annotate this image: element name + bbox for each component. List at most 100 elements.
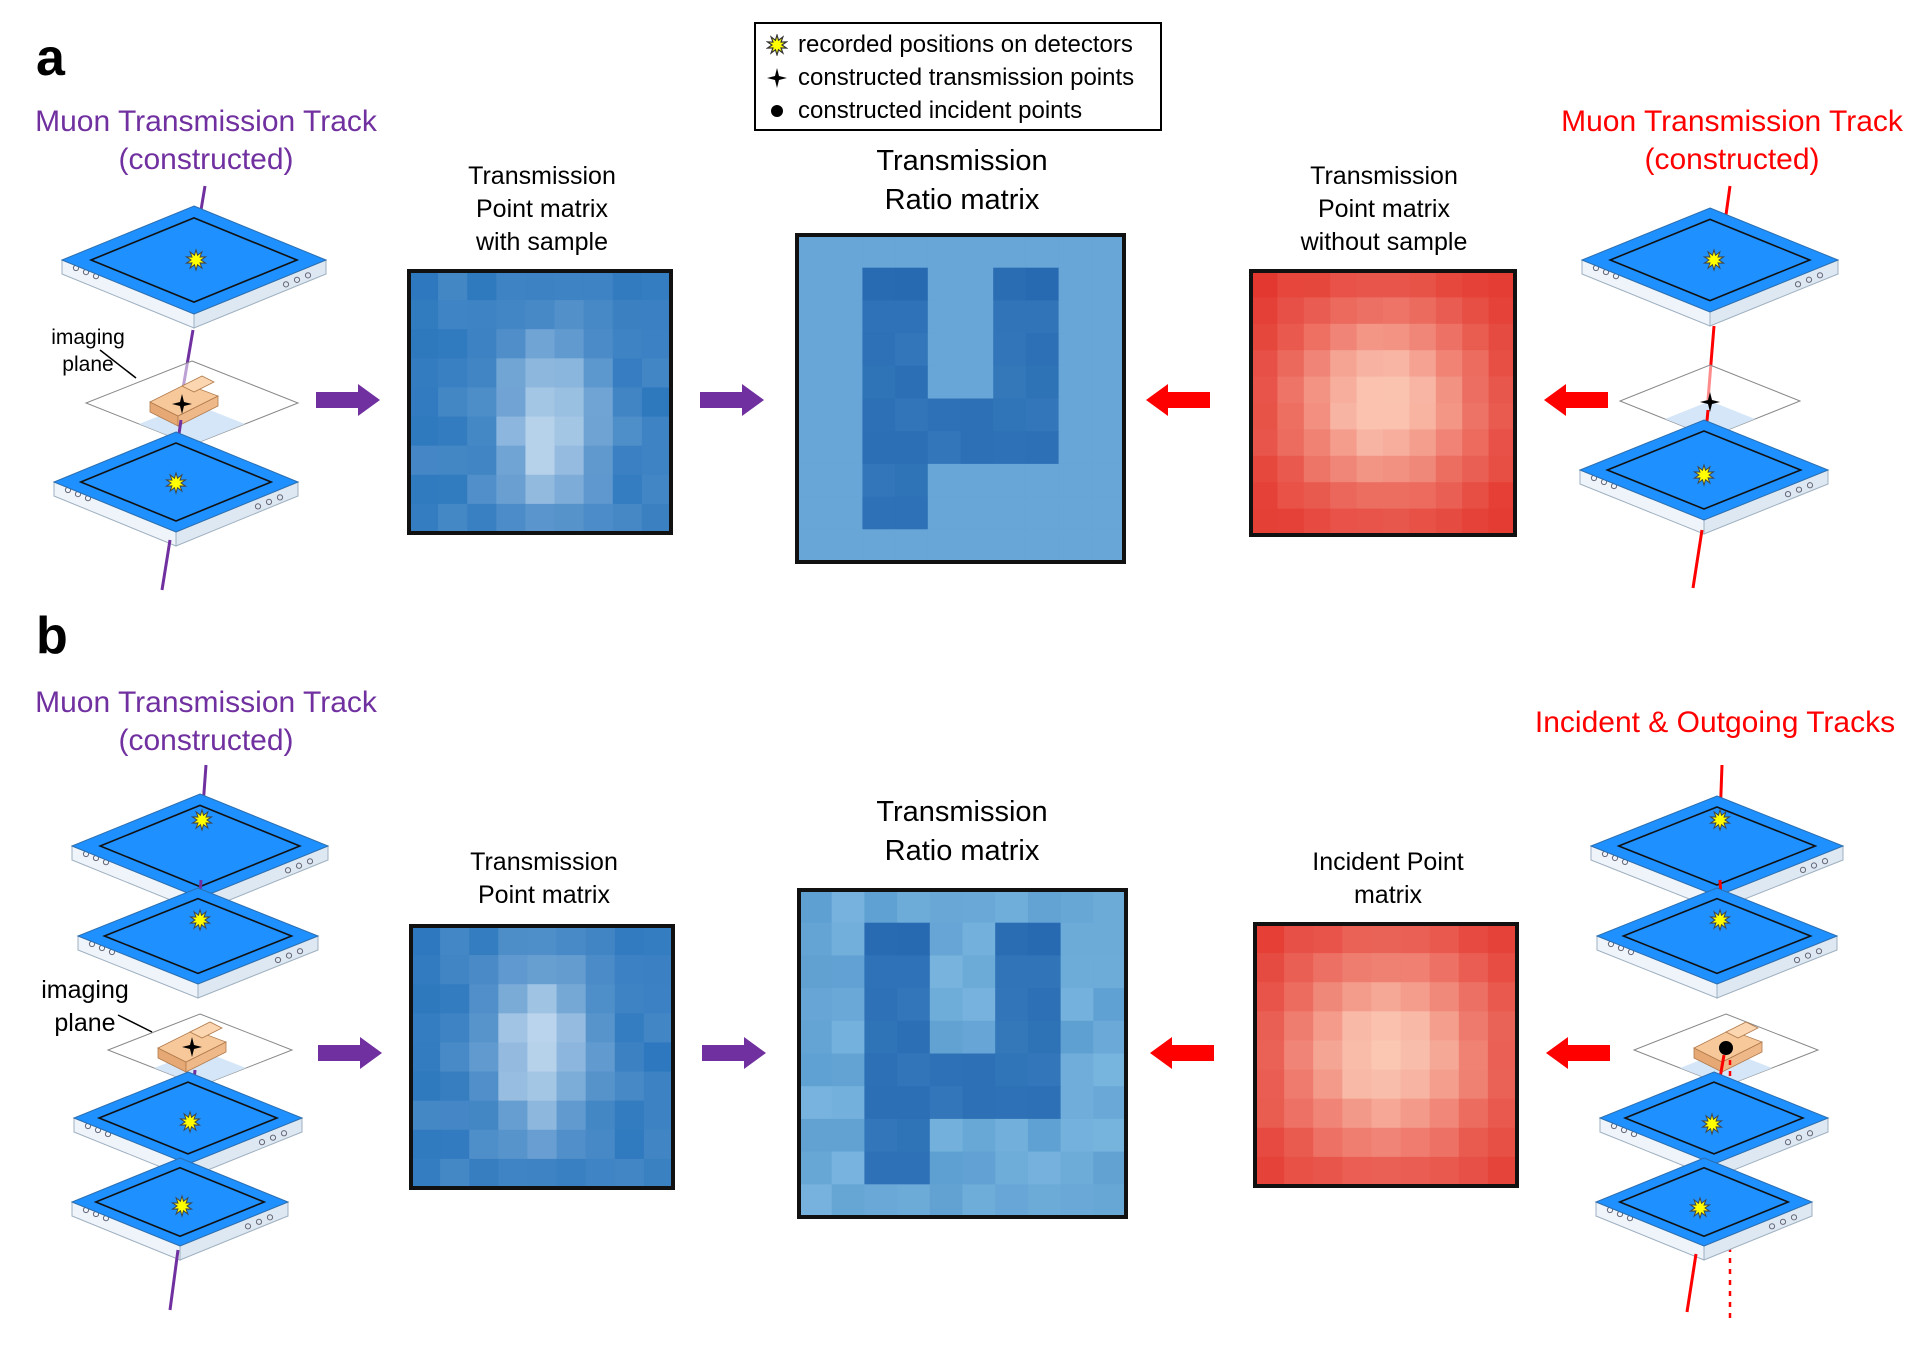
matrix-cell (960, 398, 994, 432)
connector-icon (1793, 956, 1801, 964)
matrix-cell (1058, 431, 1092, 465)
matrix-cell (864, 955, 898, 989)
connector-icon (269, 1134, 277, 1141)
matrix-frame (795, 233, 1126, 564)
matrix-cell (1091, 463, 1125, 498)
matrix-cell (862, 398, 896, 432)
matrix-cell (556, 1100, 587, 1131)
matrix-cell (1356, 323, 1384, 351)
matrix-cell (498, 955, 529, 985)
matrix-cell (612, 271, 643, 301)
matrix-cell (1060, 1118, 1094, 1153)
detector-active-area (1616, 806, 1818, 886)
matrix-cell (1371, 924, 1402, 954)
matrix-cell (641, 503, 672, 534)
matrix-cell (1462, 482, 1490, 510)
matrix-cell (1371, 1011, 1402, 1042)
matrix-cell (1330, 271, 1358, 298)
dot-icon (766, 100, 788, 122)
matrix-cell (829, 529, 863, 563)
connector-icon (1779, 1218, 1787, 1225)
matrix-cell (1429, 1127, 1460, 1158)
matrix-cell (1060, 922, 1094, 956)
matrix-cell (1093, 1020, 1127, 1055)
matrix-cell (1303, 350, 1331, 378)
matrix-cell (927, 365, 962, 400)
matrix-cell (995, 1086, 1029, 1120)
matrix-cell (1027, 1086, 1062, 1120)
matrix-cell (409, 474, 439, 505)
matrix-cell (527, 955, 558, 985)
matrix-cell (1371, 1156, 1402, 1187)
matrix-cell (1284, 1127, 1314, 1158)
matrix-cell (1313, 1069, 1343, 1100)
matrix-cell (1488, 376, 1516, 404)
matrix-cell (799, 1184, 833, 1218)
matrix-cell (614, 1129, 645, 1160)
connector-icon (304, 272, 312, 279)
matrix-cell (1277, 376, 1305, 404)
matrix-cell (1058, 463, 1092, 498)
matrix-cell (962, 1020, 996, 1055)
matrix-cell (409, 358, 439, 389)
matrix-cell (995, 1020, 1029, 1055)
matrix-cell (1487, 1098, 1518, 1129)
connector-icon (293, 276, 301, 283)
panel-b-imaging-plane-label: imaging plane (30, 974, 140, 1040)
matrix-cell (897, 1151, 931, 1185)
matrix-cell (411, 1013, 441, 1044)
matrix-cell (585, 984, 616, 1014)
matrix-cell (1313, 953, 1343, 983)
matrix-cell (862, 365, 896, 400)
matrix-cell (1356, 482, 1384, 510)
matrix-cell (527, 1100, 558, 1131)
matrix-cell (960, 496, 994, 530)
starburst-icon (178, 1110, 202, 1134)
matrix-cell (927, 333, 962, 367)
panel-b-imaging-line1: imaging (41, 976, 129, 1004)
panel-a-left-track-title: Muon Transmission Track (constructed) (26, 103, 386, 179)
matrix-cell (409, 416, 439, 447)
panel-a-imaging-line1: imaging (51, 326, 125, 349)
matrix-cell (1093, 890, 1127, 924)
detector-active-area (93, 1166, 267, 1238)
legend-incident-label: constructed incident points (798, 96, 1083, 124)
matrix-cell (1342, 924, 1373, 954)
matrix-cell (612, 474, 643, 505)
matrix-cell (962, 1053, 996, 1087)
matrix-cell (1409, 455, 1437, 483)
title-line: Transmission (468, 162, 616, 190)
matrix-cell (927, 267, 962, 301)
connector-icon (1784, 1139, 1792, 1146)
matrix-cell (797, 333, 831, 367)
matrix-cell (1251, 403, 1278, 430)
matrix-cell (1383, 271, 1410, 298)
matrix-cell (1400, 1040, 1431, 1071)
matrix-cell (1488, 429, 1516, 457)
matrix-cell (927, 398, 962, 432)
matrix-cell (993, 333, 1027, 367)
matrix-cell (643, 984, 674, 1014)
matrix-cell (1435, 403, 1463, 430)
matrix-cell (895, 267, 929, 301)
matrix-cell (897, 1086, 931, 1120)
matrix-cell (1330, 508, 1358, 536)
matrix-cell (525, 474, 556, 505)
matrix-cell (895, 235, 929, 269)
matrix-cell (469, 926, 499, 956)
matrix-cell (1330, 455, 1358, 483)
matrix-cell (643, 1071, 674, 1102)
matrix-cell (831, 1184, 865, 1218)
matrix-cell (1462, 376, 1490, 404)
matrix-cell (643, 926, 674, 956)
matrix-cell (527, 1013, 558, 1044)
starburst-icon (164, 471, 188, 495)
matrix-cell (1488, 455, 1516, 483)
matrix-cell (554, 358, 585, 389)
matrix-cell (469, 1013, 499, 1044)
matrix-cell (496, 474, 527, 505)
matrix-cell (1303, 323, 1331, 351)
matrix-cell (1251, 323, 1278, 351)
matrix-cell (411, 984, 441, 1014)
connector-icon (258, 1139, 266, 1146)
